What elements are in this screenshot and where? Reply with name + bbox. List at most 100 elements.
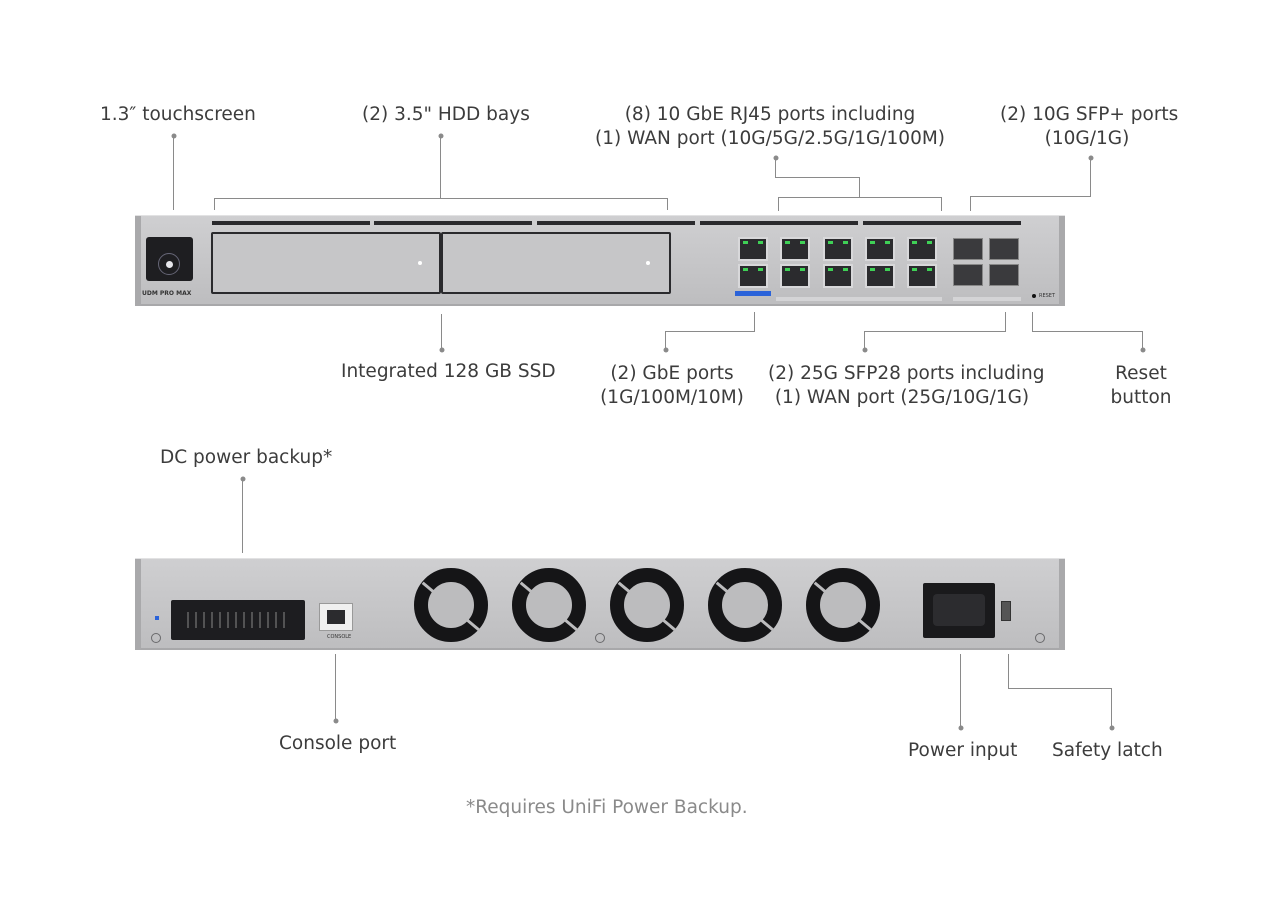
leader-line: [778, 197, 942, 198]
rj45-port-4[interactable]: [823, 264, 853, 288]
sfp-plus-ports-label-line2: (10G/1G): [1044, 128, 1130, 149]
rj45-port-2[interactable]: [780, 264, 810, 288]
power-input-label: Power input: [908, 740, 1018, 761]
leader-dot: [333, 718, 339, 724]
sfp-plus-port-1[interactable]: [953, 238, 983, 260]
top-strip: [212, 221, 370, 225]
rj45-ports-label-line1: (8) 10 GbE RJ45 ports including: [624, 104, 916, 125]
leader-line: [970, 196, 1091, 197]
rj45-port-7[interactable]: [907, 237, 937, 261]
leader-dot: [862, 347, 868, 353]
gbe-ports-label-line2: (1G/100M/10M): [600, 387, 744, 408]
front-panel: UDM PRO MAX RESET: [135, 215, 1065, 306]
power-input-socket[interactable]: [923, 583, 995, 638]
screw-icon: [151, 633, 161, 643]
leader-line: [440, 136, 441, 198]
iec-inlet: [933, 594, 985, 626]
leader-line: [1032, 312, 1033, 331]
leader-dot: [1140, 347, 1146, 353]
leader-line: [859, 177, 860, 197]
sfp28-ports-label-line2: (1) WAN port (25G/10G/1G): [774, 387, 1030, 408]
console-port-label: Console port: [279, 733, 397, 754]
leader-line: [665, 331, 666, 350]
top-strip: [537, 221, 695, 225]
console-port[interactable]: [319, 603, 353, 631]
console-text: CONSOLE: [327, 634, 352, 640]
leader-line: [864, 331, 865, 350]
screw-icon: [595, 633, 605, 643]
leader-dot: [439, 347, 445, 353]
fan-1: [414, 568, 488, 642]
leader-dot: [773, 155, 779, 161]
sfp-plus-ports-label-line1: (2) 10G SFP+ ports: [1000, 104, 1179, 125]
leader-line: [1008, 688, 1112, 689]
touchscreen[interactable]: [146, 237, 193, 281]
reset-text: RESET: [1039, 293, 1056, 299]
dc-power-backup-connector[interactable]: [171, 600, 305, 640]
connector-pins: [187, 612, 291, 628]
leader-dot: [438, 133, 444, 139]
leader-line: [214, 198, 215, 210]
leader-line: [864, 331, 1006, 332]
leader-line: [1090, 158, 1091, 196]
hdd-bay-led: [418, 261, 422, 265]
fan-3: [610, 568, 684, 642]
leader-line: [1032, 331, 1143, 332]
rj45-ports-label-line2: (1) WAN port (10G/5G/2.5G/1G/100M): [595, 128, 946, 149]
sfp-plus-ports-label: (2) 10G SFP+ ports (10G/1G): [1000, 103, 1179, 151]
leader-line: [1008, 654, 1009, 688]
sfp-plus-port-2[interactable]: [989, 238, 1019, 260]
leader-dot: [958, 725, 964, 731]
rack-ear-left: [135, 559, 141, 650]
reset-button-label-line2: button: [1110, 387, 1172, 408]
sfp28-ports-label: (2) 25G SFP28 ports including (1) WAN po…: [768, 362, 1045, 410]
reset-button[interactable]: [1032, 294, 1036, 298]
dc-status-led: [155, 616, 159, 620]
footnote: *Requires UniFi Power Backup.: [466, 797, 748, 818]
leader-dot: [1109, 725, 1115, 731]
leader-dot: [240, 476, 246, 482]
safety-latch[interactable]: [1001, 601, 1011, 621]
gbe-port-2[interactable]: [738, 264, 768, 288]
rj45-port-8[interactable]: [907, 264, 937, 288]
leader-dot: [1088, 155, 1094, 161]
leader-line: [970, 196, 971, 211]
reset-button-label: Reset button: [1108, 362, 1174, 410]
leader-dot: [663, 347, 669, 353]
port-status-bar: [776, 297, 942, 301]
rj45-port-5[interactable]: [865, 237, 895, 261]
leader-line: [214, 198, 668, 199]
rj45-port-6[interactable]: [865, 264, 895, 288]
sfp28-ports-label-line1: (2) 25G SFP28 ports including: [768, 363, 1045, 384]
gbe-port-highlight: [735, 291, 771, 296]
sfp28-port-1[interactable]: [953, 264, 983, 286]
top-strip: [863, 221, 1021, 225]
sfp28-port-2[interactable]: [989, 264, 1019, 286]
fan-5: [806, 568, 880, 642]
model-name: UDM PRO MAX: [142, 290, 192, 297]
rj45-ports-label: (8) 10 GbE RJ45 ports including (1) WAN …: [595, 103, 945, 151]
leader-line: [775, 177, 860, 178]
leader-line: [1142, 331, 1143, 350]
gbe-port-1[interactable]: [738, 237, 768, 261]
fan-2: [512, 568, 586, 642]
leader-line: [441, 314, 442, 350]
leader-line: [1111, 688, 1112, 728]
touchscreen-label: 1.3″ touchscreen: [100, 104, 256, 125]
leader-line: [775, 158, 776, 178]
rj45-port-3[interactable]: [823, 237, 853, 261]
rear-panel: CONSOLE: [135, 558, 1065, 650]
leader-line: [665, 331, 755, 332]
touchscreen-ring-icon: [158, 253, 180, 275]
gbe-ports-label-line1: (2) GbE ports: [610, 363, 734, 384]
hdd-bay-1[interactable]: [211, 232, 441, 294]
rack-ear-right: [1059, 216, 1065, 306]
leader-line: [242, 479, 243, 553]
hdd-bay-2[interactable]: [441, 232, 671, 294]
sfp-status-bar: [953, 297, 1021, 301]
leader-line: [335, 654, 336, 721]
rj45-port-1[interactable]: [780, 237, 810, 261]
rack-ear-right: [1059, 559, 1065, 650]
reset-button-label-line1: Reset: [1115, 363, 1167, 384]
top-strip: [700, 221, 858, 225]
